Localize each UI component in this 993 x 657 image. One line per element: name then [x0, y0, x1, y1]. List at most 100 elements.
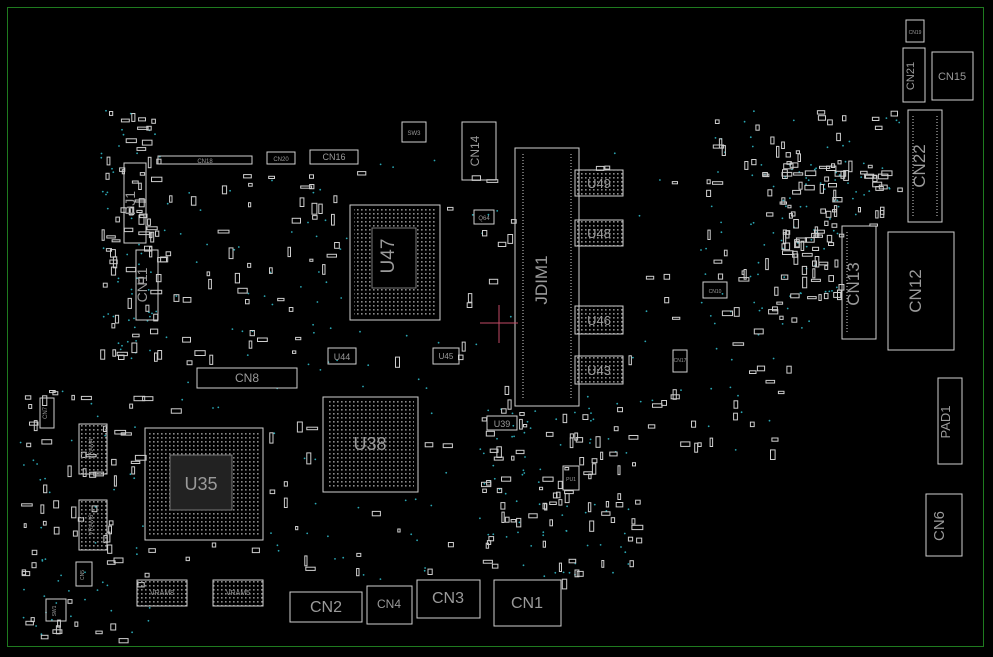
via — [829, 218, 831, 220]
pad-pad1[interactable]: PAD1 — [937, 377, 963, 465]
via — [318, 271, 320, 273]
connector-cn19[interactable]: CN19 — [905, 19, 925, 43]
passive-part — [501, 408, 507, 414]
connector-pj1[interactable]: PJ1 — [122, 162, 147, 244]
connector-cn4[interactable]: CN4 — [366, 585, 413, 625]
passive-part — [486, 540, 492, 545]
connector-cn16[interactable]: CN16 — [309, 149, 359, 165]
connector-cn2[interactable]: CN2 — [289, 591, 363, 623]
passive-part — [564, 467, 570, 471]
connector-cn15[interactable]: CN15 — [931, 51, 974, 101]
passive-part — [879, 210, 885, 218]
via — [539, 468, 542, 471]
chip-u44[interactable]: U44 — [327, 347, 357, 365]
passive-part — [306, 426, 319, 431]
svg-text:CN3: CN3 — [432, 590, 464, 607]
connector-cn5[interactable]: CN5 — [75, 561, 93, 587]
connector-cn10[interactable]: CN10 — [702, 281, 728, 299]
via — [102, 247, 105, 250]
connector-cn8[interactable]: CN8 — [196, 367, 298, 389]
via — [753, 301, 756, 304]
connector-cn6[interactable]: CN6 — [925, 493, 963, 557]
passive-part — [305, 566, 316, 571]
via — [187, 381, 190, 384]
chip-u46[interactable]: U46 — [574, 305, 624, 335]
passive-part — [144, 572, 150, 578]
dimm-slot-jdim1[interactable]: JDIM1 — [514, 147, 580, 407]
chip-u45[interactable]: U45 — [432, 347, 460, 365]
connector-cn11[interactable]: CN11 — [134, 249, 159, 321]
passive-part — [860, 170, 868, 175]
passive-part — [588, 473, 592, 480]
passive-part — [21, 569, 27, 576]
chip-vram6[interactable]: VRAM6 — [78, 499, 108, 551]
via — [121, 344, 123, 347]
passive-part — [723, 249, 728, 257]
connector-cn1[interactable]: CN1 — [493, 579, 562, 627]
passive-part — [31, 562, 37, 569]
passive-part — [312, 215, 318, 220]
via — [131, 631, 134, 634]
connector-cn13[interactable]: CN13 — [841, 225, 877, 340]
switch-sw1[interactable]: SW1 — [45, 598, 67, 622]
via — [271, 303, 274, 306]
passive-part — [631, 524, 644, 531]
chip-u43[interactable]: U43 — [574, 355, 624, 385]
connector-cn17[interactable]: CN17 — [672, 349, 688, 373]
passive-part — [672, 316, 681, 320]
passive-part — [795, 237, 808, 243]
via — [206, 243, 209, 246]
chip-u38[interactable]: U38 — [322, 396, 419, 493]
transistor-q64[interactable]: Q64 — [473, 209, 495, 225]
via — [100, 152, 103, 155]
chip-u47[interactable]: U47 — [349, 204, 441, 321]
chip-u48[interactable]: U48 — [574, 219, 624, 247]
chip-vram4[interactable]: VRAM4 — [78, 423, 108, 475]
via — [136, 277, 138, 280]
chip-u39[interactable]: U39 — [486, 415, 518, 431]
via — [154, 133, 156, 136]
via — [705, 247, 707, 250]
passive-part — [857, 207, 862, 213]
via — [121, 128, 123, 131]
via — [632, 356, 634, 359]
connector-cn14[interactable]: CN14 — [461, 121, 497, 181]
chip-u35[interactable]: U35 — [144, 427, 264, 541]
via — [327, 535, 329, 538]
passive-part — [615, 502, 624, 508]
via — [101, 190, 104, 193]
passive-part — [733, 307, 740, 317]
passive-part — [831, 223, 838, 228]
via — [133, 326, 136, 329]
passive-part — [617, 465, 621, 476]
svg-text:CN14: CN14 — [468, 135, 482, 166]
passive-part — [138, 276, 144, 284]
via — [107, 313, 110, 315]
chip-pu1[interactable]: PU1 — [562, 465, 580, 491]
via — [233, 248, 236, 251]
via — [586, 395, 589, 398]
via — [707, 425, 710, 428]
passive-part — [299, 197, 305, 207]
passive-part — [40, 634, 49, 640]
via — [542, 531, 545, 534]
connector-cn7[interactable]: CN7 — [39, 397, 55, 429]
passive-part — [587, 502, 592, 513]
connector-cn3[interactable]: CN3 — [416, 579, 481, 619]
via — [881, 167, 884, 170]
chip-vram5[interactable]: VRAM5 — [212, 579, 264, 607]
passive-part — [781, 197, 786, 205]
connector-cn22[interactable]: CN22 — [907, 109, 943, 223]
passive-part — [447, 206, 454, 211]
connector-cn20[interactable]: CN20 — [266, 151, 296, 165]
via — [61, 390, 64, 393]
passive-part — [793, 172, 804, 176]
connector-cn18[interactable]: CN18 — [157, 155, 253, 165]
chip-vram8[interactable]: VRAM8 — [136, 579, 188, 607]
connector-cn21[interactable]: CN21 — [902, 47, 926, 103]
connector-cn12[interactable]: CN12 — [887, 231, 955, 351]
switch-sw3[interactable]: SW3 — [401, 121, 427, 143]
passive-part — [427, 568, 433, 575]
chip-u49[interactable]: U49 — [574, 169, 624, 197]
passive-part — [812, 246, 820, 252]
